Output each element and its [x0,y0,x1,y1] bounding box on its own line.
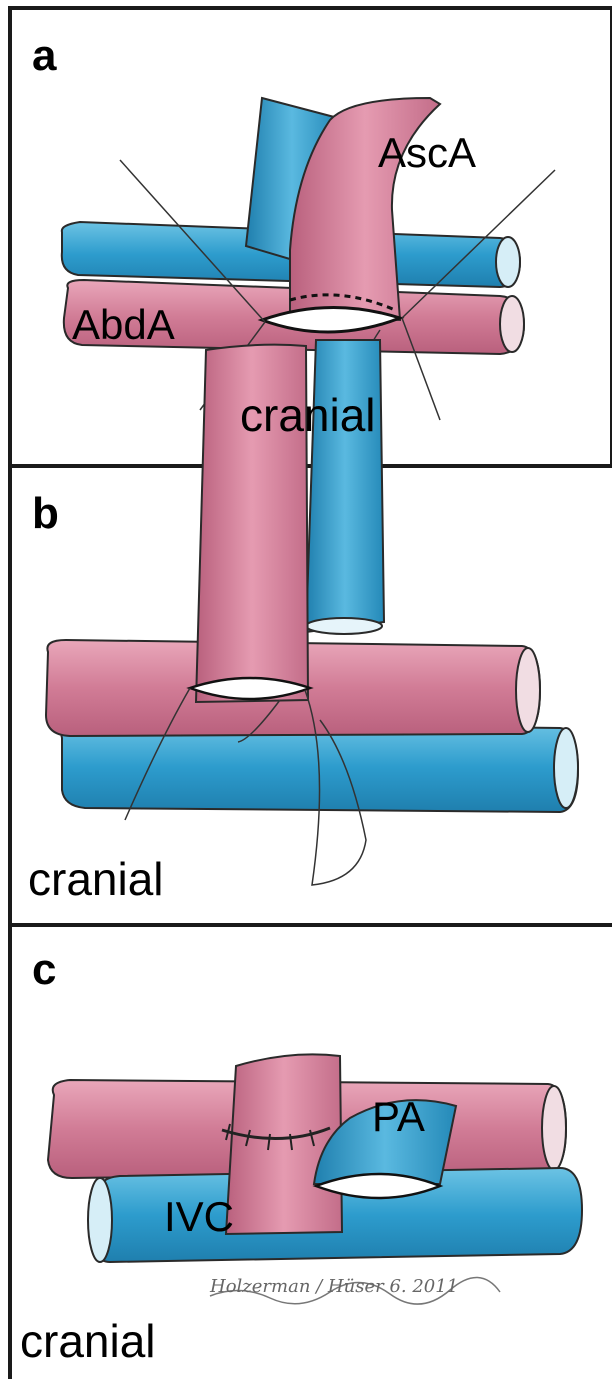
label-cranial-b: cranial [28,856,164,902]
label-cranial-c: cranial [20,1318,156,1364]
panel-a-drawing [62,98,555,420]
panel-label-c: c [32,948,56,992]
panel-label-b: b [32,492,59,536]
label-abda: AbdA [72,304,175,346]
panel-c-drawing [48,1054,582,1304]
label-cranial-a: cranial [240,392,376,438]
label-asca: AscA [378,132,476,174]
artist-signature: Holzerman / Hüser 6. 2011 [210,1278,458,1296]
panel-label-a: a [32,34,56,78]
label-pa: PA [372,1096,425,1138]
artery-vertical-c [226,1054,342,1234]
label-ivc: IVC [164,1196,234,1238]
vein-vertical-b [306,340,384,632]
